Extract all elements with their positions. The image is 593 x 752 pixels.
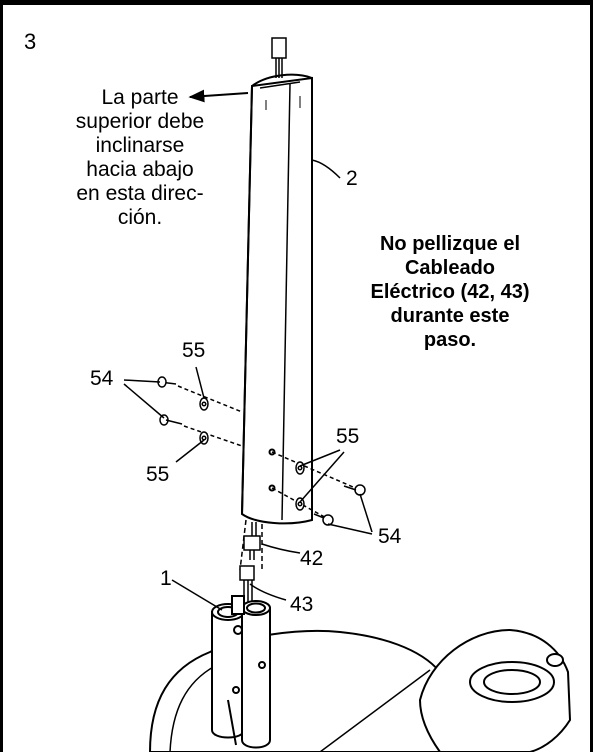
warning-line: durante este <box>390 305 510 327</box>
warning-line: No pellizque el <box>379 233 521 255</box>
callout-part-54-right: 54 <box>378 525 402 548</box>
callout-part-55-right: 55 <box>336 425 360 448</box>
callout-part-43: 43 <box>290 593 314 616</box>
leader-lines <box>123 89 373 611</box>
orientation-note-line: inclinarse <box>95 134 185 157</box>
callout-part-55-left: 55 <box>146 463 170 486</box>
upright-tube <box>240 73 313 525</box>
callout-part-54-left: 54 <box>90 367 114 390</box>
callout-part-42: 42 <box>300 547 324 570</box>
right-fasteners <box>271 451 366 526</box>
warning-line: Cableado <box>404 257 496 279</box>
orientation-note-line: ción. <box>117 206 163 229</box>
left-fasteners <box>157 376 243 447</box>
callout-part-2: 2 <box>346 167 358 190</box>
orientation-note-line: La parte <box>101 86 179 109</box>
orientation-note: La parte superior debe inclinarse hacia … <box>36 86 244 230</box>
wire-connector-42 <box>239 519 263 571</box>
base-uprights <box>211 595 271 749</box>
orientation-note-line: superior debe <box>75 110 205 133</box>
warning-line: Eléctrico (42, 43) <box>370 281 530 303</box>
callout-part-55-top: 55 <box>182 339 206 362</box>
wiring-warning: No pellizque el Cableado Eléctrico (42, … <box>330 232 570 352</box>
orientation-note-line: en esta direc- <box>76 182 204 205</box>
step-number: 3 <box>24 29 37 54</box>
orientation-note-line: hacia abajo <box>86 158 194 181</box>
callout-part-1: 1 <box>160 567 172 590</box>
top-connector <box>271 37 287 78</box>
warning-line: paso. <box>423 329 477 351</box>
wire-connector-43 <box>239 565 255 602</box>
